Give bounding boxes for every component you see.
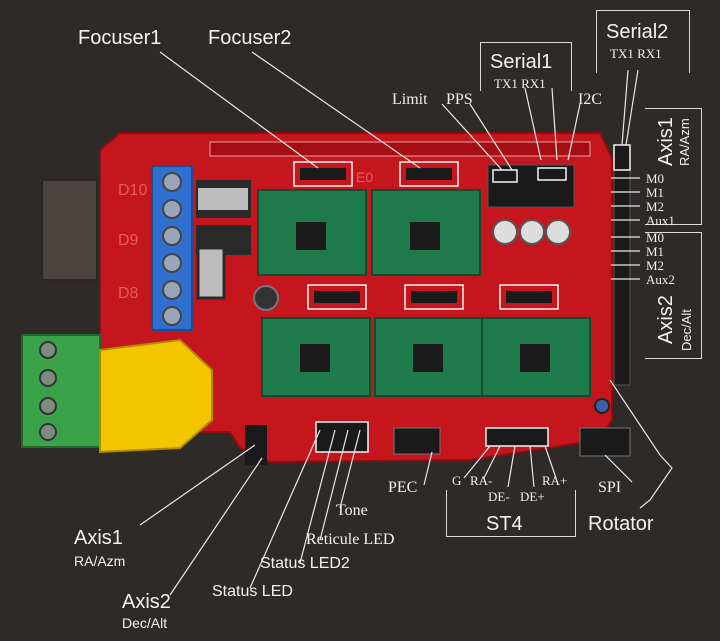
label-axis2-left-sub: Dec/Alt [122, 615, 168, 631]
label-i2c: I2C [578, 91, 602, 108]
pin-axis2-m0: M0 [646, 230, 665, 245]
label-rotator: Rotator [588, 513, 654, 535]
label-axis1-left-sub: RA/Azm [74, 553, 126, 569]
st4-bracket [446, 490, 576, 537]
label-focuser2: Focuser2 [208, 27, 292, 49]
label-axis1-left: Axis1 [74, 527, 123, 549]
label-reticule-led: Reticule LED [306, 531, 395, 548]
axis1-bracket [645, 108, 702, 225]
label-limit: Limit [392, 91, 428, 108]
mosfet-3 [196, 246, 226, 300]
label-serial2: Serial2 [606, 21, 669, 43]
pin-axis2-m1: M1 [646, 244, 665, 259]
label-status-led: Status LED [212, 583, 293, 600]
label-tone: Tone [336, 502, 368, 519]
label-pec: PEC [388, 479, 418, 496]
pin-axis1-m1: M1 [646, 185, 665, 200]
serial2-bracket [596, 10, 690, 73]
label-serial2-pins: TX1 RX1 [610, 46, 662, 61]
label-st4-ra-plus: RA+ [542, 473, 568, 488]
label-axis1-right-sub: RA/Azm [677, 118, 692, 166]
label-serial1-pins: TX1 RX1 [494, 76, 546, 91]
pin-axis1-m0: M0 [646, 171, 665, 186]
blue-terminal-block [151, 165, 193, 331]
usb-connector [41, 179, 98, 281]
axis2-bracket [645, 232, 702, 359]
label-axis1-right: Axis1 [655, 117, 677, 166]
label-status-led2: Status LED2 [260, 555, 350, 572]
label-st4-de-plus: DE+ [520, 489, 545, 504]
svg-text:E0: E0 [356, 169, 373, 185]
svg-text:D10: D10 [118, 182, 147, 199]
st4-header [485, 427, 549, 447]
label-axis2-left: Axis2 [122, 591, 171, 613]
label-focuser1: Focuser1 [78, 27, 162, 49]
pin-axis2-aux2: Aux2 [646, 272, 675, 287]
label-pps: PPS [446, 91, 473, 108]
label-axis2-right-sub: Dec/Alt [679, 309, 694, 351]
svg-text:D9: D9 [118, 232, 139, 249]
pin-axis1-m2: M2 [646, 199, 665, 214]
pin-axis1-aux1: Aux1 [646, 213, 675, 228]
label-serial1: Serial1 [490, 51, 553, 73]
label-st4-de-minus: DE- [488, 489, 510, 504]
label-axis2-right: Axis2 [655, 295, 677, 344]
led-header [315, 421, 369, 453]
label-st4: ST4 [486, 513, 523, 535]
label-spi: SPI [598, 479, 622, 496]
label-st4-g: G [452, 473, 462, 488]
label-st4-ra-minus: RA- [470, 473, 493, 488]
serial1-bracket [480, 42, 572, 91]
yellow-fuse [99, 338, 213, 454]
svg-text:D8: D8 [118, 285, 139, 302]
pec-header [393, 427, 441, 455]
spi-header [579, 427, 631, 457]
pin-axis2-m2: M2 [646, 258, 665, 273]
